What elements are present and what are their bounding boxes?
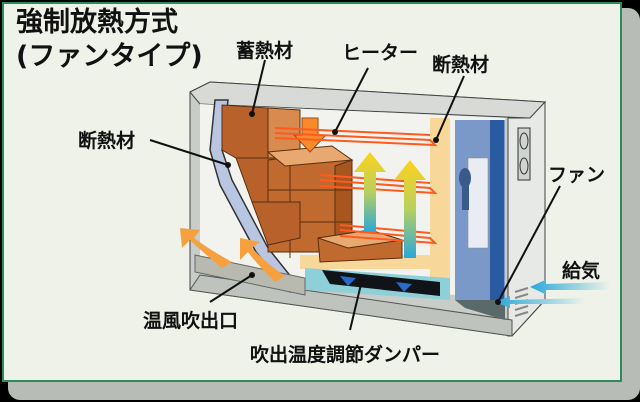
intake-arrow-2 <box>495 296 585 308</box>
label-heat-storage: 蓄熱材 <box>236 40 294 62</box>
fan-compartment <box>455 120 505 320</box>
insulation-right <box>430 118 450 290</box>
warm-air-arrow-1 <box>180 228 232 268</box>
label-insulation-top: 断熱材 <box>432 54 490 76</box>
leader-lines <box>149 59 561 331</box>
title-line-2: (ファンタイプ) <box>16 41 203 72</box>
label-insulation-left: 断熱材 <box>78 130 136 152</box>
label-air-intake: 給気 <box>562 260 601 282</box>
rising-air-arrow-1 <box>354 152 386 232</box>
heat-storage-bricks <box>221 104 403 263</box>
rising-air-arrow-2 <box>394 160 426 258</box>
label-fan: ファン <box>548 164 606 186</box>
damper <box>305 268 450 300</box>
control-knob-top <box>519 132 529 150</box>
leader-dots <box>225 111 501 305</box>
title-line-1: 強制放熱方式 <box>16 7 178 38</box>
label-damper: 吹出温度調節ダンパー <box>250 344 441 366</box>
label-heater: ヒーター <box>342 42 419 64</box>
control-panel <box>517 127 531 181</box>
intake-arrow-1 <box>530 280 610 294</box>
label-warm-air-outlet: 温風吹出口 <box>143 310 239 332</box>
control-knob-bottom <box>519 157 529 175</box>
warm-air-arrow-2 <box>240 238 285 282</box>
